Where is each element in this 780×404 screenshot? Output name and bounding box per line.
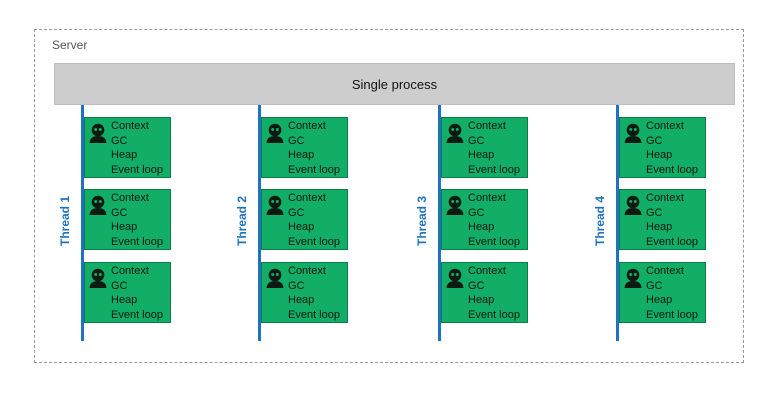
context-line: Heap [646, 294, 673, 306]
context-line: Event loop [111, 235, 163, 248]
person-icon [89, 268, 107, 288]
context-line: GC [288, 279, 305, 292]
context-line: Event loop [646, 235, 698, 248]
context-line: Context [111, 265, 149, 277]
context-line: Event loop [288, 163, 340, 176]
thread-line [258, 105, 261, 341]
person-icon [266, 268, 284, 288]
context-line: Context [468, 192, 506, 204]
context-line: Event loop [646, 308, 698, 321]
thread-label: Thread 4 [593, 196, 607, 247]
context-line: Heap [288, 149, 315, 161]
context-line: Context [288, 192, 326, 204]
context-line: GC [646, 206, 663, 219]
person-icon [446, 123, 464, 143]
thread-label: Thread 1 [58, 196, 72, 247]
context-line: GC [468, 206, 485, 219]
person-icon [266, 123, 284, 143]
context-line: GC [646, 279, 663, 292]
context-line: Event loop [468, 163, 520, 176]
person-icon [624, 123, 642, 143]
person-icon [624, 195, 642, 215]
thread-line [616, 105, 619, 341]
context-line: Context [111, 192, 149, 204]
context-line: Heap [111, 221, 138, 233]
context-line: Context [468, 265, 506, 277]
context-line: Event loop [468, 308, 520, 321]
context-line: Heap [646, 221, 673, 233]
person-icon [89, 123, 107, 143]
thread-line [81, 105, 84, 341]
context-line: GC [288, 134, 305, 147]
context-line: Heap [288, 221, 315, 233]
context-line: Event loop [646, 163, 698, 176]
context-line: Context [468, 120, 506, 132]
thread-label: Thread 2 [235, 196, 249, 247]
context-line: Event loop [111, 308, 163, 321]
person-icon [624, 268, 642, 288]
context-line: Heap [468, 149, 495, 161]
thread-label: Thread 3 [415, 196, 429, 247]
context-line: Context [646, 120, 684, 132]
context-line: Context [646, 192, 684, 204]
person-icon [446, 268, 464, 288]
server-container [34, 29, 744, 363]
context-line: GC [468, 279, 485, 292]
context-line: GC [288, 206, 305, 219]
context-line: Context [288, 265, 326, 277]
context-line: GC [111, 134, 128, 147]
person-icon [266, 195, 284, 215]
context-line: GC [646, 134, 663, 147]
context-line: Context [288, 120, 326, 132]
context-line: Heap [468, 221, 495, 233]
context-line: Heap [111, 149, 138, 161]
context-line: GC [111, 279, 128, 292]
server-label: Server [52, 38, 88, 52]
context-line: GC [111, 206, 128, 219]
context-line: Event loop [111, 163, 163, 176]
person-icon [89, 195, 107, 215]
context-line: GC [468, 134, 485, 147]
context-line: Context [111, 120, 149, 132]
single-process-bar: Single process [54, 63, 735, 105]
context-line: Event loop [288, 308, 340, 321]
context-line: Context [646, 265, 684, 277]
context-line: Heap [288, 294, 315, 306]
context-line: Event loop [288, 235, 340, 248]
context-line: Heap [111, 294, 138, 306]
context-line: Event loop [468, 235, 520, 248]
context-line: Heap [468, 294, 495, 306]
thread-line [438, 105, 441, 341]
person-icon [446, 195, 464, 215]
context-line: Heap [646, 149, 673, 161]
